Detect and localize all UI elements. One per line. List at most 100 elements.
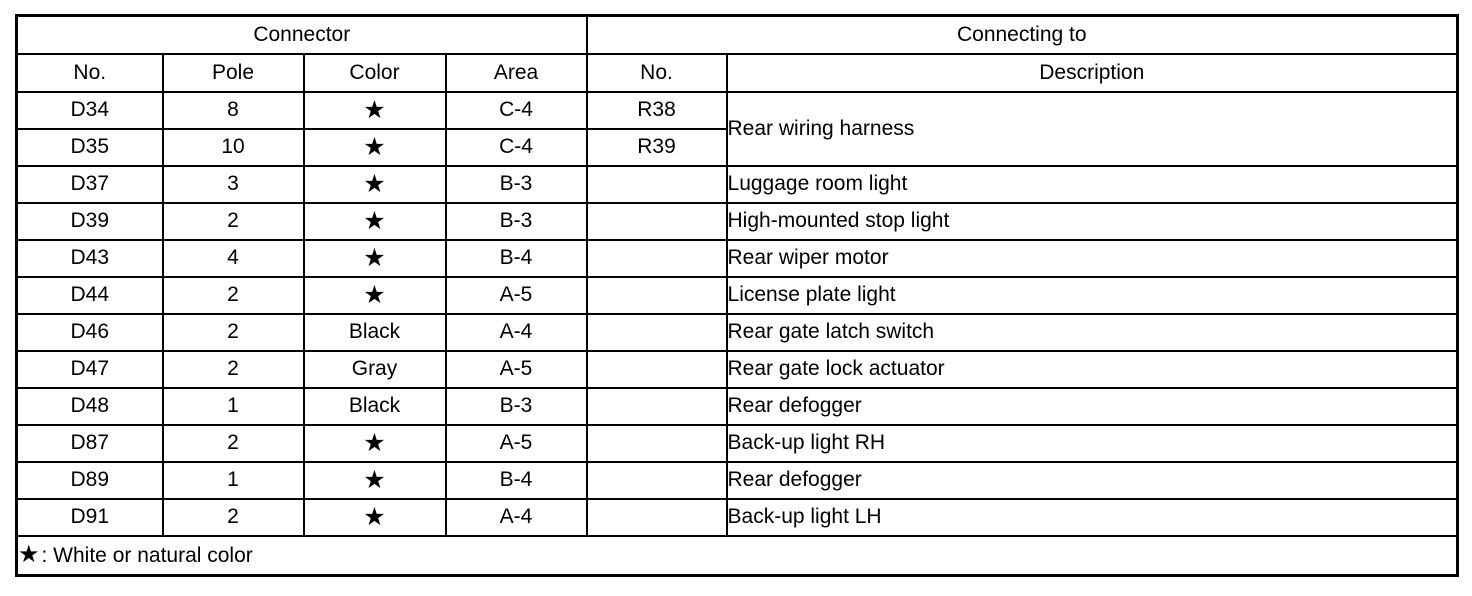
cell-connector-pole: 2 [161,201,305,241]
cell-connecting-no [585,386,728,426]
cell-connector-pole: 2 [161,349,305,389]
group-header-row: Connector Connecting to [15,14,1459,55]
footnote-cell: ★ : White or natural color [15,534,1459,577]
cell-connector-area: C-4 [444,90,588,130]
cell-description: Rear defogger [725,460,1459,500]
cell-connector-pole: 2 [161,312,305,352]
column-header-row: No. Pole Color Area No. Description [15,52,1459,93]
cell-connector-area: A-5 [444,275,588,315]
cell-description: High-mounted stop light [725,201,1459,241]
cell-connector-area: A-4 [444,312,588,352]
star-icon: ★ [363,502,386,531]
group-header-connecting-to: Connecting to [585,14,1459,55]
cell-description: Back-up light LH [725,497,1459,537]
cell-connecting-no: R39 [585,127,728,167]
cell-connecting-no [585,164,728,204]
cell-connector-color: ★ [302,238,447,278]
cell-connector-no: D91 [15,497,164,537]
cell-connector-color: ★ [302,423,447,463]
cell-connector-no: D34 [15,90,164,130]
cell-connector-pole: 1 [161,386,305,426]
cell-description: Back-up light RH [725,423,1459,463]
cell-description: Luggage room light [725,164,1459,204]
cell-description: Rear gate lock actuator [725,349,1459,389]
star-icon: ★ [363,169,386,198]
cell-connector-no: D37 [15,164,164,204]
cell-connector-color: Black [302,312,447,352]
cell-connector-color: ★ [302,275,447,315]
cell-connector-color: ★ [302,90,447,130]
cell-connector-color: ★ [302,201,447,241]
column-header-pole: Pole [161,52,305,93]
cell-connector-no: D46 [15,312,164,352]
cell-connector-pole: 3 [161,164,305,204]
cell-connector-no: D44 [15,275,164,315]
cell-connector-area: B-3 [444,386,588,426]
cell-connector-color: ★ [302,164,447,204]
cell-connector-area: B-3 [444,164,588,204]
cell-description: Rear wiper motor [725,238,1459,278]
cell-connecting-no [585,275,728,315]
cell-connector-no: D48 [15,386,164,426]
cell-description: Rear defogger [725,386,1459,426]
column-header-connecting-no: No. [585,52,728,93]
cell-connector-color: Black [302,386,447,426]
cell-connector-no: D87 [15,423,164,463]
star-icon: ★ [18,541,40,569]
footnote-row: ★ : White or natural color [15,534,1459,577]
cell-connector-pole: 4 [161,238,305,278]
cell-connector-no: D43 [15,238,164,278]
cell-connecting-no: R38 [585,90,728,130]
cell-connector-no: D35 [15,127,164,167]
cell-connector-color: Gray [302,349,447,389]
column-header-area: Area [444,52,588,93]
cell-connecting-no [585,460,728,500]
cell-connector-area: A-4 [444,497,588,537]
group-header-connector: Connector [15,14,588,55]
cell-connector-pole: 1 [161,460,305,500]
cell-description: Rear gate latch switch [725,312,1459,352]
column-header-color: Color [302,52,447,93]
cell-connector-no: D47 [15,349,164,389]
star-icon: ★ [363,465,386,494]
cell-connector-area: B-4 [444,460,588,500]
cell-connector-color: ★ [302,127,447,167]
cell-connector-pole: 10 [161,127,305,167]
cell-connecting-no [585,201,728,241]
column-header-no: No. [15,52,164,93]
cell-connector-pole: 2 [161,275,305,315]
table-head: Connector Connecting to No. Pole Color A… [15,14,1459,93]
cell-connector-area: A-5 [444,423,588,463]
cell-connector-area: C-4 [444,127,588,167]
cell-connector-area: B-3 [444,201,588,241]
cell-connecting-no [585,349,728,389]
cell-connector-pole: 2 [161,423,305,463]
star-icon: ★ [363,243,386,272]
cell-connector-no: D39 [15,201,164,241]
cell-connector-no: D89 [15,460,164,500]
cell-connector-pole: 8 [161,90,305,130]
footnote-text: : White or natural color [41,543,253,567]
cell-connecting-no [585,423,728,463]
column-header-description: Description [725,52,1459,93]
cell-connecting-no [585,238,728,278]
cell-connector-pole: 2 [161,497,305,537]
cell-connector-area: B-4 [444,238,588,278]
table-foot: ★ : White or natural color [15,534,1459,577]
star-icon: ★ [363,132,386,161]
cell-connector-area: A-5 [444,349,588,389]
star-icon: ★ [363,206,386,235]
star-icon: ★ [363,428,386,457]
cell-connector-color: ★ [302,497,447,537]
